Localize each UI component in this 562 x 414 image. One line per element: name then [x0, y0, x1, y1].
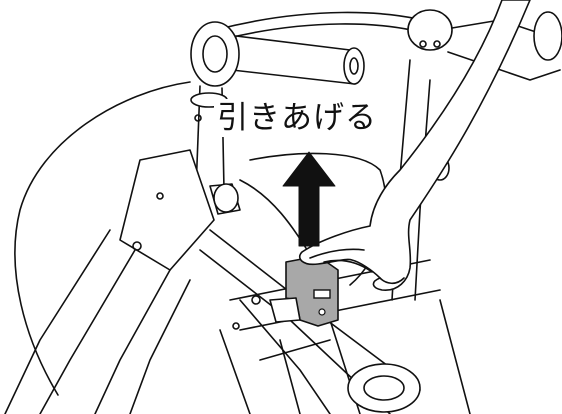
right-post-2: [414, 79, 431, 301]
instruction-text: 引きあげる: [214, 99, 380, 137]
up-arrow-icon: [282, 151, 336, 247]
center-knob: [209, 183, 241, 215]
left-front-legs: [4, 149, 215, 414]
rear-wheel: [347, 363, 421, 413]
right-lower-leg: [439, 299, 471, 414]
brake-cable: [14, 81, 191, 396]
handlebar-grip: [190, 21, 365, 87]
fold-latch: [269, 255, 339, 327]
hand-icon: [298, 0, 531, 291]
